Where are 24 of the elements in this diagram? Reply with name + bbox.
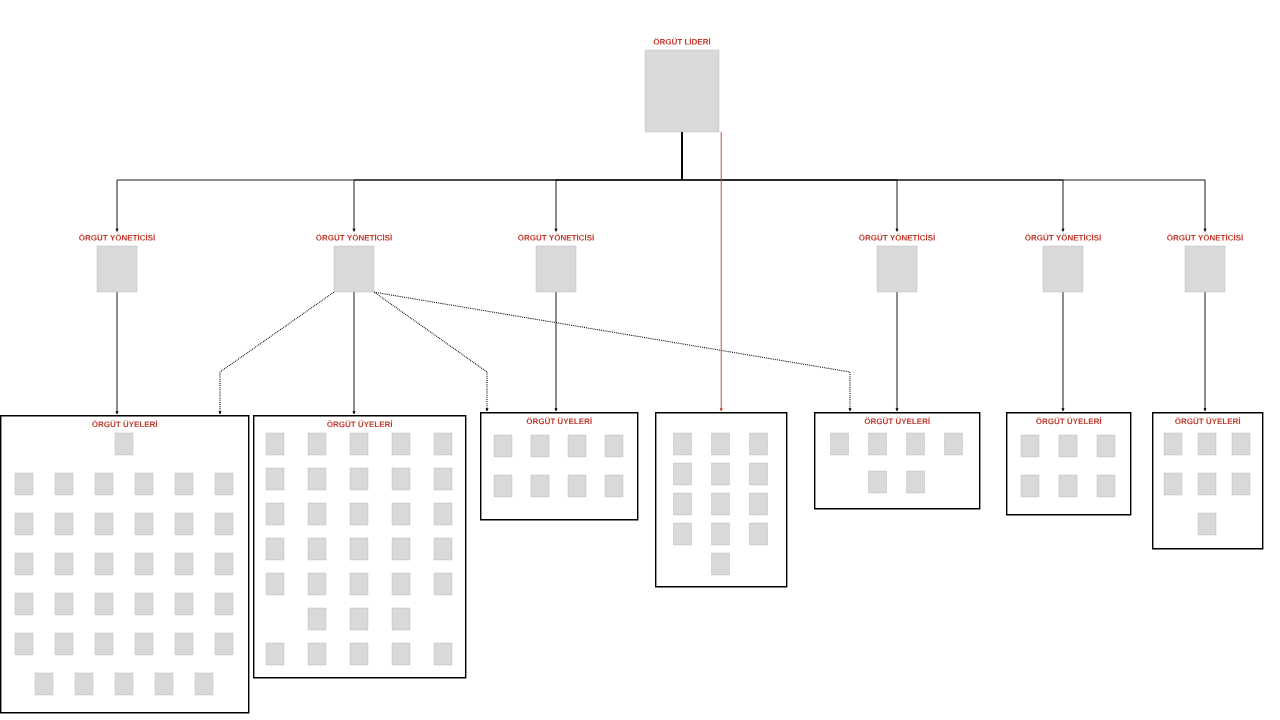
arrow	[681, 131, 1207, 232]
heading: ÖRGÜT ÜYELERİ	[1175, 417, 1241, 425]
arrow	[554, 291, 558, 412]
arrow	[352, 291, 356, 415]
arrow	[373, 291, 852, 412]
heading: ÖRGÜT YÖNETİCİSİ	[518, 233, 594, 241]
arrow	[115, 291, 119, 415]
heading: ÖRGÜT ÜYELERİ	[327, 420, 393, 428]
arrow	[218, 291, 335, 415]
heading: ÖRGÜT YÖNETİCİSİ	[316, 233, 392, 241]
heading: ÖRGÜT LİDERİ	[653, 37, 711, 45]
arrow	[1203, 291, 1207, 412]
heading: ÖRGÜT YÖNETİCİSİ	[79, 233, 155, 241]
arrow	[373, 291, 489, 412]
arrow	[719, 131, 723, 412]
heading: ÖRGÜT ÜYELERİ	[1036, 417, 1102, 425]
arrow	[895, 291, 899, 412]
heading: ÖRGÜT YÖNETİCİSİ	[859, 233, 935, 241]
heading: ÖRGÜT ÜYELERİ	[92, 420, 158, 428]
heading: ÖRGÜT ÜYELERİ	[526, 417, 592, 425]
heading: ÖRGÜT ÜYELERİ	[864, 417, 930, 425]
arrow	[1061, 291, 1065, 412]
heading: ÖRGÜT YÖNETİCİSİ	[1025, 233, 1101, 241]
heading: ÖRGÜT YÖNETİCİSİ	[1167, 233, 1243, 241]
